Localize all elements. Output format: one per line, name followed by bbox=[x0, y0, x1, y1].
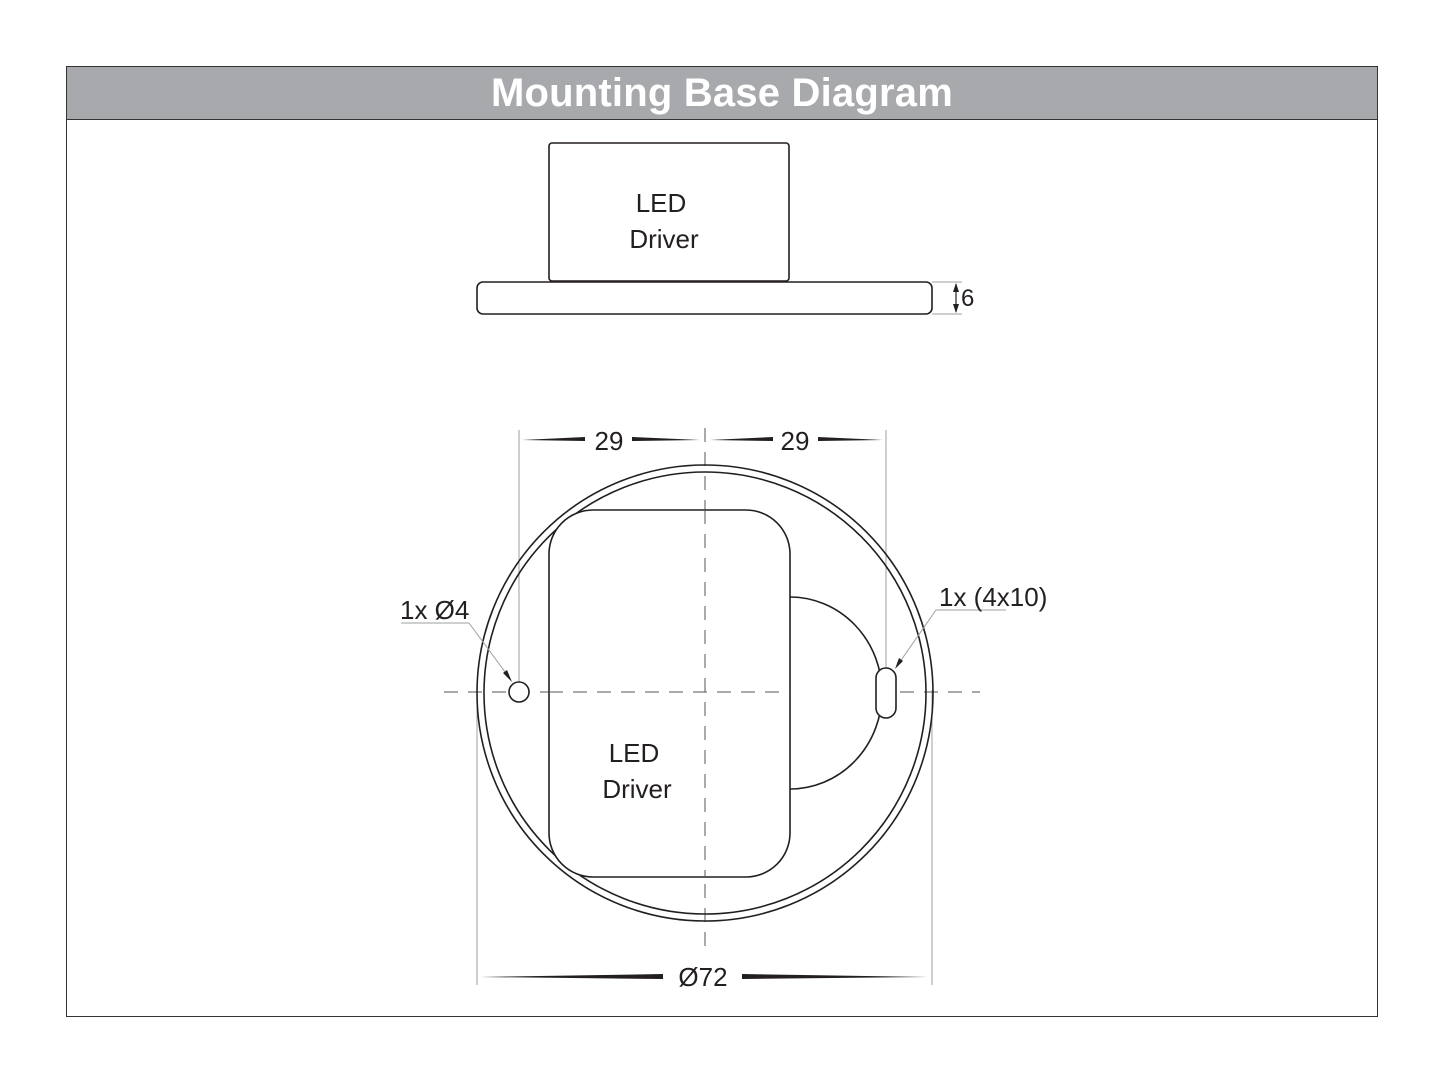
mounting-slot-icon bbox=[875, 667, 897, 719]
hole-callout: 1x Ø4 bbox=[400, 595, 469, 625]
base-plate-circle bbox=[476, 464, 934, 922]
side-driver-label-2: Driver bbox=[629, 224, 699, 254]
extension-lines bbox=[476, 430, 933, 985]
side-base-plate bbox=[476, 281, 933, 315]
left-offset-value: 29 bbox=[595, 426, 624, 456]
thickness-value: 6 bbox=[961, 285, 974, 312]
mounting-hole-icon bbox=[508, 681, 530, 703]
top-driver-box bbox=[548, 509, 791, 878]
thickness-dimension bbox=[932, 281, 962, 315]
slot-callout: 1x (4x10) bbox=[939, 582, 1047, 612]
cable-entry-bump bbox=[789, 596, 883, 790]
side-driver-label-1: LED bbox=[636, 188, 687, 218]
slot-callout-leader bbox=[895, 609, 1006, 669]
offset-dimensions bbox=[522, 437, 883, 441]
hole-callout-leader bbox=[401, 622, 512, 682]
side-view bbox=[476, 142, 933, 315]
top-driver-label-2: Driver bbox=[602, 774, 672, 804]
diagram-title: Mounting Base Diagram bbox=[490, 70, 954, 115]
diameter-dimension bbox=[480, 974, 928, 979]
diagram-header: Mounting Base Diagram bbox=[67, 67, 1377, 120]
side-driver-box bbox=[548, 142, 790, 282]
right-offset-value: 29 bbox=[781, 426, 810, 456]
diameter-value: Ø72 bbox=[678, 962, 727, 992]
top-driver-label-1: LED bbox=[609, 738, 660, 768]
